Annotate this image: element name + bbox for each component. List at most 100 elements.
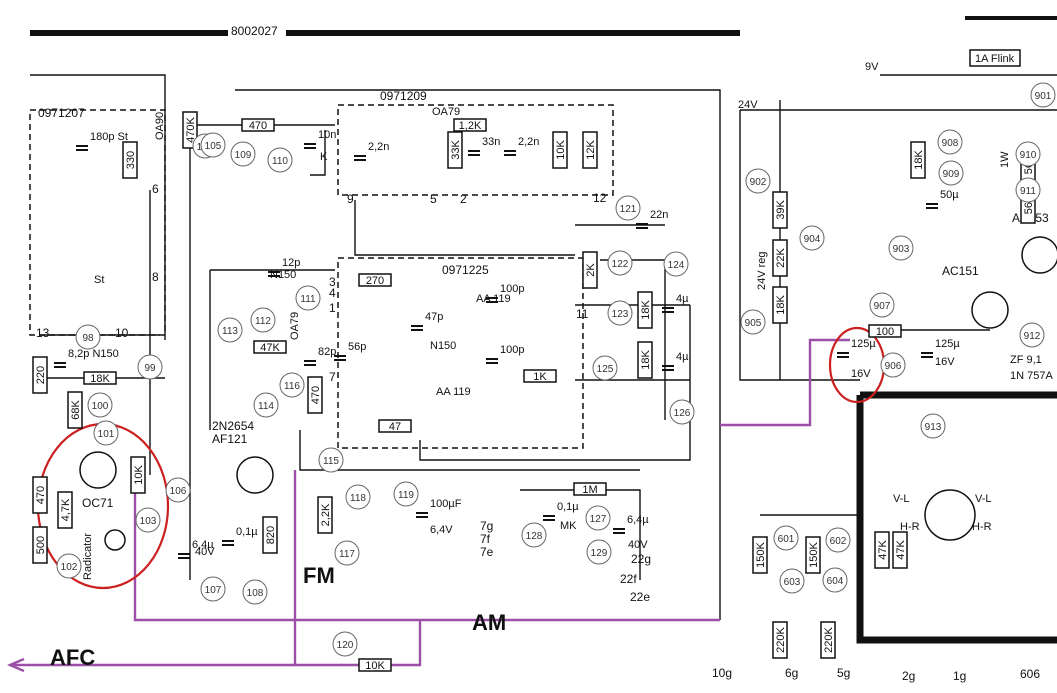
label-w1: 1W bbox=[999, 151, 1011, 168]
resistor-body bbox=[523, 369, 557, 383]
capacitor-c180: 180p St bbox=[76, 131, 128, 151]
ref-number: 911 bbox=[1020, 186, 1036, 197]
capacitor-value: 125µ bbox=[851, 338, 876, 350]
capacitor-c64ub: 6,4µ bbox=[613, 514, 649, 534]
ref-circle bbox=[779, 568, 805, 594]
resistor-value: 270 bbox=[366, 275, 384, 287]
ref-circle bbox=[1015, 177, 1041, 203]
label-hr: H-R bbox=[900, 521, 920, 533]
label-vlb: V-L bbox=[975, 493, 992, 505]
ref-123: 123 bbox=[607, 300, 633, 326]
ref-circle bbox=[242, 579, 268, 605]
label-oa90: OA90 bbox=[154, 112, 166, 140]
resistor-body bbox=[772, 239, 788, 277]
ref-circle bbox=[888, 235, 914, 261]
afc-arrow-icon bbox=[6, 657, 25, 673]
terminal-4: 4 bbox=[329, 286, 336, 300]
capacitor-value: 2,2n bbox=[518, 136, 539, 148]
resistor-body bbox=[447, 131, 463, 169]
ref-number: 903 bbox=[893, 244, 910, 255]
ref-circle bbox=[745, 168, 771, 194]
label-n150: N150 bbox=[270, 269, 296, 281]
ref-number: 114 bbox=[258, 401, 274, 412]
capacitor-c22n: 2,2n bbox=[354, 141, 389, 161]
resistor-body bbox=[358, 658, 392, 672]
resistor-r10ka: 10K bbox=[552, 131, 568, 169]
capacitor-value: 100p bbox=[500, 283, 524, 295]
capacitor-value: 33n bbox=[482, 136, 500, 148]
ref-114: 114 bbox=[253, 392, 279, 418]
label-v16: 16V bbox=[851, 368, 871, 380]
purple-annotations bbox=[10, 338, 850, 667]
ref-number: 913 bbox=[925, 422, 942, 433]
resistor-r12kb: 12K bbox=[582, 131, 598, 169]
resistor-r470c: 470 bbox=[32, 476, 48, 514]
ref-number: 129 bbox=[591, 548, 608, 559]
ref-601: 601 bbox=[773, 525, 799, 551]
ref-circle bbox=[200, 576, 226, 602]
resistor-value: 47K bbox=[877, 540, 889, 560]
resistor-value: 220K bbox=[775, 626, 787, 652]
resistor-value: 39K bbox=[775, 200, 787, 220]
purple-wire-right bbox=[720, 338, 850, 427]
resistor-value: 1M bbox=[582, 484, 597, 496]
resistor-r470k: 470K bbox=[182, 111, 198, 149]
resistor-body bbox=[820, 621, 836, 659]
ref-102: 102 bbox=[56, 553, 82, 579]
capacitor-c100uf: 100µF bbox=[416, 498, 462, 518]
module-label-0971207: 0971207 bbox=[38, 106, 85, 120]
label-mk: MK bbox=[560, 520, 577, 532]
ref-number: 124 bbox=[668, 260, 685, 271]
ref-number: 908 bbox=[942, 138, 959, 149]
label-aa119b: AA 119 bbox=[436, 386, 471, 398]
header: 8002027 1A Flink bbox=[30, 16, 1057, 67]
ref-circle bbox=[607, 250, 633, 276]
resistor-body bbox=[83, 371, 117, 385]
ref-circle bbox=[521, 522, 547, 548]
resistor-r18kb: 18K bbox=[637, 341, 653, 379]
resistor-body bbox=[573, 482, 607, 496]
ref-112: 112 bbox=[250, 307, 276, 333]
label-v24: 24V bbox=[738, 99, 758, 111]
ref-number: 121 bbox=[620, 204, 637, 215]
radicator-meter-symbol bbox=[104, 529, 126, 551]
resistor-value: 150K bbox=[808, 541, 820, 567]
resistor-value: 47 bbox=[389, 421, 401, 433]
afc-annotation: AFC bbox=[50, 645, 95, 670]
resistor-value: 470K bbox=[185, 116, 197, 142]
label-v16b: 16V bbox=[935, 356, 955, 368]
resistor-value: 1K bbox=[533, 371, 547, 383]
terminal-606: 606 bbox=[1020, 667, 1040, 681]
label-st: St bbox=[94, 274, 104, 286]
resistor-body bbox=[772, 191, 788, 229]
terminal-2: 2 bbox=[460, 192, 467, 206]
transistor-label-af121: AF121 bbox=[212, 432, 248, 446]
ref-number: 106 bbox=[170, 486, 187, 497]
terminal-11: 11 bbox=[576, 307, 589, 321]
purple-wire-bottom bbox=[295, 620, 422, 667]
ref-110: 110 bbox=[267, 147, 293, 173]
terminal-1: 1 bbox=[329, 301, 336, 315]
capacitor-value: 82p bbox=[318, 346, 336, 358]
din-socket-symbol bbox=[924, 489, 976, 541]
terminal-7e: 7e bbox=[480, 545, 494, 559]
label-v24reg: 24V reg bbox=[756, 251, 768, 290]
ref-number: 105 bbox=[205, 141, 222, 152]
module-box-0971209 bbox=[337, 104, 614, 196]
resistor-value: 220K bbox=[823, 626, 835, 652]
capacitor-value: 12p bbox=[282, 257, 300, 269]
ref-number: 107 bbox=[205, 585, 222, 596]
ref-number: 99 bbox=[144, 363, 156, 374]
ref-number: 602 bbox=[830, 536, 847, 547]
label-in757: 1N 757A bbox=[1010, 370, 1053, 382]
resistor-r47kb: 4,7K bbox=[57, 491, 73, 529]
ref-905: 905 bbox=[740, 309, 766, 335]
resistor-value: 470 bbox=[310, 386, 322, 404]
resistor-body bbox=[262, 516, 278, 554]
capacitor-value: 22n bbox=[650, 209, 668, 221]
capacitor-c4ub: 4µ bbox=[662, 351, 689, 371]
ref-circle bbox=[200, 132, 226, 158]
resistor-value: 18K bbox=[90, 373, 110, 385]
resistor-r33k: 33K bbox=[447, 131, 463, 169]
